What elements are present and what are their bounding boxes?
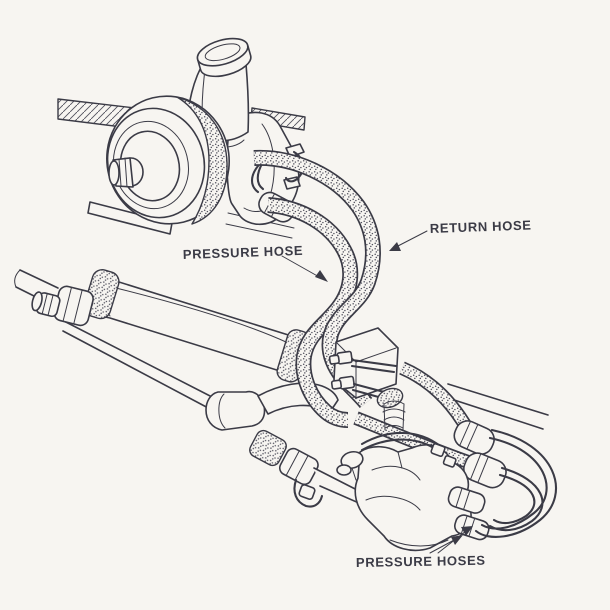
drive-belt bbox=[176, 96, 228, 225]
callouts: PRESSURE HOSE RETURN HOSE PRESSURE HOSES bbox=[183, 217, 532, 570]
pressure-hose-arrow bbox=[281, 255, 322, 279]
pressure-hose bbox=[267, 197, 359, 428]
valve-port-upper bbox=[447, 486, 486, 514]
pressure-hose-callout: PRESSURE HOSE bbox=[183, 243, 328, 282]
right-rod bbox=[444, 383, 549, 430]
tie-rod-clamp bbox=[249, 429, 324, 508]
reservoir-cap bbox=[196, 37, 252, 78]
pressure-hoses-runs bbox=[353, 361, 507, 489]
pressure-hoses-label: PRESSURE HOSES bbox=[356, 553, 486, 570]
return-hose-arrow bbox=[395, 230, 428, 248]
power-cylinder bbox=[31, 269, 311, 383]
accordion-boot bbox=[382, 400, 406, 431]
pressure-hoses-arrow-2 bbox=[437, 530, 467, 554]
pressure-hoses-arrow-1 bbox=[429, 538, 457, 554]
tube-nut-lower bbox=[330, 375, 356, 390]
pressure-hose-loops bbox=[474, 428, 557, 538]
drag-link bbox=[57, 317, 215, 411]
threaded-stud bbox=[31, 291, 61, 318]
hose-coupler-upper bbox=[453, 420, 495, 455]
pressure-hose-label: PRESSURE HOSE bbox=[183, 243, 304, 262]
tube-nut-upper bbox=[328, 350, 353, 365]
return-hose-callout: RETURN HOSE bbox=[389, 217, 532, 251]
pressure-hoses-callout: PRESSURE HOSES bbox=[356, 526, 486, 570]
pump-pulley bbox=[106, 95, 230, 225]
return-hose-label: RETURN HOSE bbox=[430, 217, 532, 236]
hose-coupler-lower bbox=[463, 452, 507, 489]
control-valve bbox=[336, 387, 490, 552]
pulley-shaft-nut bbox=[108, 157, 134, 188]
cylinder-left-collar bbox=[83, 269, 120, 320]
relay-rod-end bbox=[205, 390, 266, 431]
